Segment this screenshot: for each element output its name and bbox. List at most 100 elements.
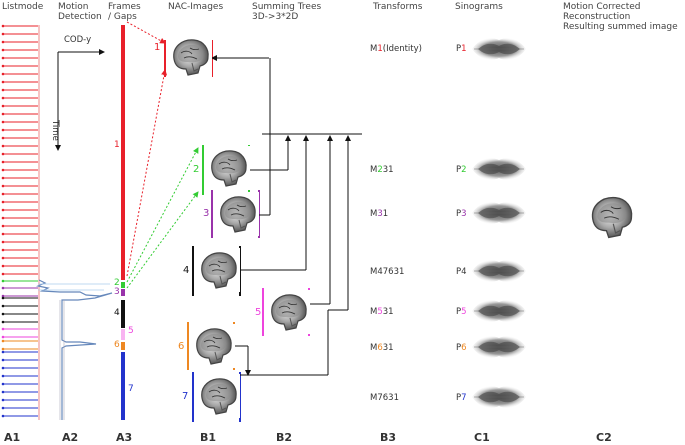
listmode-dot	[1, 335, 5, 339]
listmode-dot	[1, 279, 5, 283]
listmode-dot	[1, 304, 5, 308]
listmode-dot	[1, 347, 5, 351]
frame-num-3: 3	[114, 287, 120, 297]
transform-3: M31	[370, 209, 389, 219]
listmode-dot	[1, 327, 5, 331]
listmode-dot	[1, 240, 5, 244]
column-label-c2: C2	[596, 431, 612, 444]
listmode-dot	[1, 208, 5, 212]
listmode-dot	[1, 272, 5, 276]
listmode-dot	[1, 382, 5, 386]
nac-image-5	[266, 290, 310, 334]
sinogram-2	[470, 154, 528, 184]
sinogram-5	[470, 296, 528, 326]
listmode-dot	[1, 294, 5, 298]
column-label-c1: C1	[474, 431, 490, 444]
column-label-b1: B1	[200, 431, 217, 444]
header-sinograms: Sinograms	[455, 2, 503, 12]
listmode-dot	[1, 48, 5, 52]
sinogram-4	[470, 256, 528, 286]
sinogram-6	[470, 332, 528, 362]
frame-num-6: 6	[114, 340, 120, 350]
sinogram-label-3: P3	[456, 209, 467, 219]
transform-4: M47631	[370, 267, 405, 277]
column-label-a1: A1	[4, 431, 21, 444]
column-label-b2: B2	[276, 431, 293, 444]
sinogram-label-4: P4	[456, 267, 467, 277]
cod-y-label: COD-y	[64, 35, 92, 45]
listmode-dot	[1, 112, 5, 116]
nac-image-4	[196, 248, 240, 292]
transform-5: M531	[370, 307, 394, 317]
cod-y-arrow	[55, 49, 105, 151]
listmode-dot	[1, 72, 5, 76]
listmode-dot	[1, 136, 5, 140]
listmode-dot	[1, 128, 5, 132]
listmode-dot	[1, 358, 5, 362]
transform-7: M7631	[370, 393, 399, 403]
listmode-dot	[1, 88, 5, 92]
listmode-dot	[1, 120, 5, 124]
transform-2: M231	[370, 165, 394, 175]
header-nac-images: NAC-Images	[168, 2, 224, 12]
frame-num-7: 7	[128, 384, 134, 394]
listmode-dot	[1, 32, 5, 36]
listmode-dot	[1, 40, 5, 44]
listmode-dot	[1, 339, 5, 343]
motion-trace	[35, 279, 113, 420]
listmode-ticks	[1, 24, 38, 418]
listmode-dot	[1, 104, 5, 108]
header-listmode: Listmode	[2, 2, 44, 12]
listmode-dot	[1, 200, 5, 204]
listmode-dot	[1, 96, 5, 100]
sinogram-label-7: P7	[456, 393, 467, 403]
listmode-dot	[1, 184, 5, 188]
nac-image-6	[191, 324, 235, 368]
listmode-dot	[1, 264, 5, 268]
frame-num-2: 2	[114, 278, 120, 288]
frame-num-4: 4	[114, 308, 120, 318]
image-num-4: 4	[183, 265, 190, 276]
listmode-dot	[1, 232, 5, 236]
listmode-dot	[1, 312, 5, 316]
listmode-dot	[1, 176, 5, 180]
summing-tree	[211, 55, 362, 376]
image-num-6: 6	[178, 341, 185, 352]
listmode-dot	[1, 320, 5, 324]
nac-image-3	[215, 192, 259, 236]
transform-1: M1(Identity)	[370, 44, 422, 54]
resulting-summed-image	[586, 192, 636, 242]
listmode-dot	[1, 216, 5, 220]
listmode-dot	[1, 406, 5, 410]
listmode-dot	[1, 398, 5, 402]
image-num-3: 3	[203, 208, 210, 219]
nac-image-2	[206, 146, 250, 190]
header-transforms: Transforms	[373, 2, 423, 12]
frame-num-1: 1	[114, 140, 120, 150]
listmode-dot	[1, 286, 5, 290]
listmode-dot	[1, 366, 5, 370]
listmode-dot	[1, 152, 5, 156]
listmode-dot	[1, 296, 5, 300]
transform-6: M631	[370, 343, 394, 353]
nac-image-1	[168, 35, 212, 79]
listmode-dot	[1, 374, 5, 378]
listmode-dot	[1, 64, 5, 68]
listmode-dot	[1, 144, 5, 148]
listmode-dot	[1, 192, 5, 196]
sinogram-1	[470, 34, 528, 64]
listmode-dot	[1, 56, 5, 60]
sinogram-label-2: P2	[456, 165, 467, 175]
listmode-dot	[1, 160, 5, 164]
nac-image-7	[196, 374, 240, 418]
header-frames-gaps: Frames/ Gaps	[108, 2, 141, 22]
time-label: Time	[50, 120, 60, 141]
sinogram-label-1: P1	[456, 44, 467, 54]
column-label-a3: A3	[116, 431, 133, 444]
listmode-dot	[1, 224, 5, 228]
listmode-dot	[1, 168, 5, 172]
listmode-dot	[1, 414, 5, 418]
sinogram-3	[470, 198, 528, 228]
